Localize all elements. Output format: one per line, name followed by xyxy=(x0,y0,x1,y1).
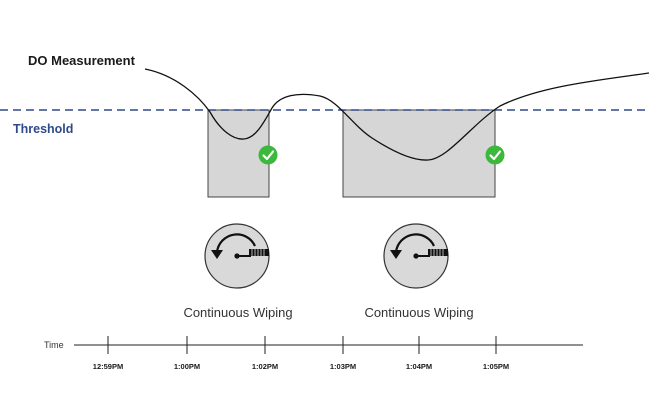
time-axis-label: Time xyxy=(44,340,64,350)
time-tick-label: 1:00PM xyxy=(174,362,200,371)
time-tick-label: 1:02PM xyxy=(252,362,278,371)
wiping-window-2 xyxy=(342,109,496,198)
time-tick-label: 12:59PM xyxy=(93,362,123,371)
time-axis-ticks xyxy=(107,336,497,354)
wiper-dial-icon xyxy=(204,223,270,289)
threshold-label: Threshold xyxy=(13,122,73,136)
time-tick-label: 1:05PM xyxy=(483,362,509,371)
do-measurement-curve xyxy=(144,68,649,161)
wiper-dial-icon xyxy=(383,223,449,289)
check-circle-icon xyxy=(258,145,278,165)
do-measurement-label: DO Measurement xyxy=(28,53,136,68)
time-tick-label: 1:04PM xyxy=(406,362,432,371)
check-circle-icon xyxy=(485,145,505,165)
event-label-1: Continuous Wiping xyxy=(183,305,292,320)
time-tick-label: 1:03PM xyxy=(330,362,356,371)
event-label-2: Continuous Wiping xyxy=(364,305,473,320)
